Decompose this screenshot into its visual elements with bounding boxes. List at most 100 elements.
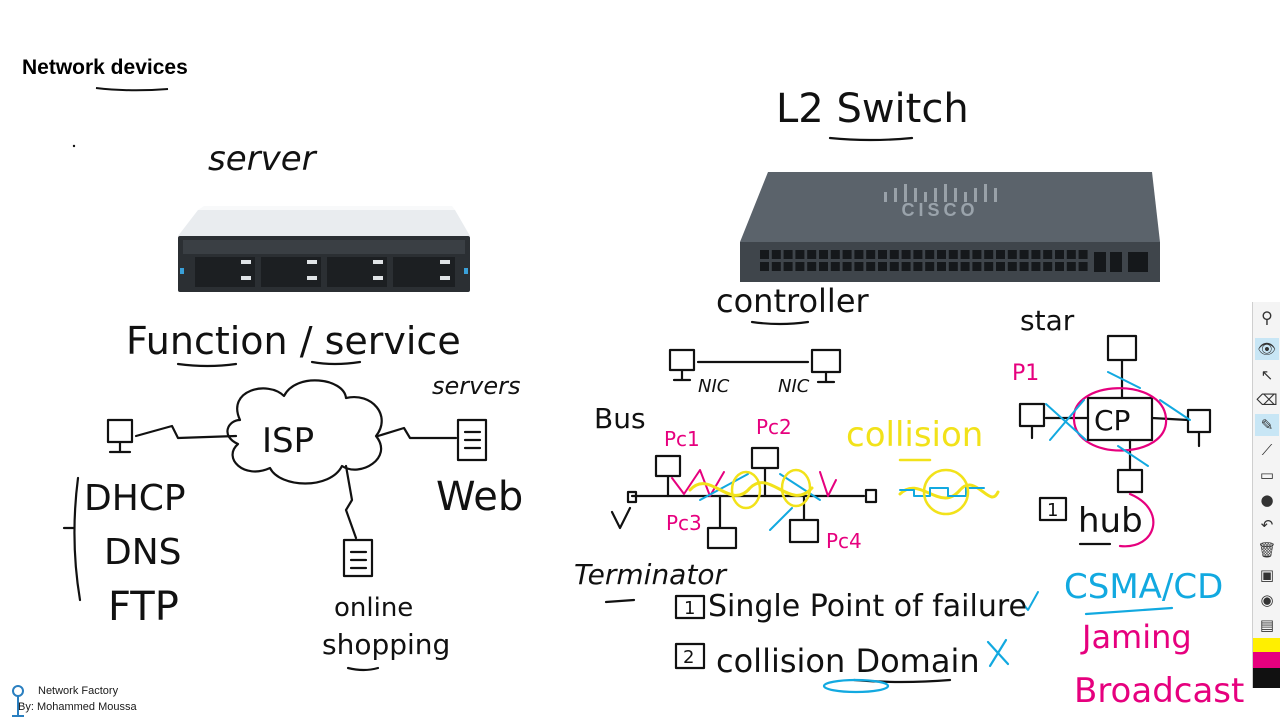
star-hub-box <box>1086 396 1154 442</box>
label-cp: CP <box>1094 404 1130 437</box>
collision-yellow-ring <box>922 468 970 516</box>
drawing-toolbar: ⚲ 👁 ↖ ⌫ ✎ ⟋ ▭ ● ↶ 🗑 ▣ ◉ ▤ <box>1252 302 1280 688</box>
label-star: star <box>1020 304 1075 337</box>
network-node-icon <box>12 685 24 717</box>
label-controller: controller <box>716 282 870 320</box>
switch-port <box>1007 262 1017 271</box>
switch-port <box>819 250 828 259</box>
switch-port <box>760 250 769 259</box>
switch-port <box>1019 262 1029 271</box>
switch-port <box>1043 250 1053 259</box>
switch-port <box>889 262 899 271</box>
label-collision: collision <box>846 415 983 455</box>
label-broadcast: Broadcast <box>1074 671 1244 711</box>
switch-port <box>996 250 1005 259</box>
hub-magenta-curve <box>1118 492 1155 548</box>
switch-port <box>972 262 982 271</box>
switch-port <box>795 262 805 271</box>
star-pc-right <box>1150 408 1212 448</box>
cd-cyan-x <box>986 638 1010 668</box>
shop-server-icon <box>342 538 374 578</box>
label-hub: hub <box>1078 501 1143 541</box>
switch-port <box>1078 250 1088 259</box>
terminator-right <box>864 488 878 504</box>
label-web: Web <box>436 474 523 520</box>
label-ftp: FTP <box>108 584 179 630</box>
star-cyan-arrows <box>1045 371 1191 467</box>
shopping-underline <box>346 666 380 672</box>
switch-port <box>948 262 958 271</box>
switch-port <box>807 262 817 271</box>
switch-port <box>901 250 911 259</box>
web-server-icon <box>456 418 488 462</box>
services-bracket <box>73 476 82 602</box>
switch-port <box>960 250 970 259</box>
label-hub-num: 1 <box>1047 500 1058 521</box>
collision-yellow-wave <box>898 483 1000 500</box>
eraser-icon[interactable]: ⌫ <box>1256 391 1278 409</box>
bus-pc2 <box>750 446 780 498</box>
collision-cyan-wave <box>899 487 985 497</box>
switch-port <box>913 250 923 259</box>
undo-icon[interactable]: ↶ <box>1260 516 1274 534</box>
pen-icon[interactable]: ✎ <box>1255 414 1279 436</box>
switch-port <box>830 250 840 259</box>
label-cd-num: 2 <box>683 647 694 668</box>
camera-icon[interactable]: ◉ <box>1260 591 1274 609</box>
footer-line-1: Network Factory <box>38 685 119 697</box>
label-dns: DNS <box>104 532 182 573</box>
switch-port <box>1007 250 1017 259</box>
highlighter-icon[interactable]: ▭ <box>1259 466 1275 484</box>
color-swatch-yellow[interactable] <box>1253 638 1280 652</box>
switch-port <box>925 262 935 271</box>
trash-icon[interactable]: 🗑 <box>1257 541 1277 559</box>
switch-port <box>901 262 911 271</box>
switch-port <box>925 250 935 259</box>
eye-icon[interactable]: 👁 <box>1255 338 1279 360</box>
clipboard-icon[interactable]: ▤ <box>1259 616 1275 634</box>
label-pc2: Pc2 <box>756 415 792 439</box>
dot-icon[interactable]: ● <box>1260 491 1274 509</box>
bus-yellow-ring-2 <box>780 468 812 508</box>
switch-port <box>854 262 864 271</box>
switch-port <box>830 262 840 271</box>
bus-yellow-signal <box>688 481 814 497</box>
label-isp: ISP <box>262 421 314 461</box>
switch-port <box>889 250 899 259</box>
switch-image <box>740 172 1160 282</box>
switch-port <box>783 262 793 271</box>
isp-cloud <box>226 379 383 485</box>
switch-port <box>819 262 828 271</box>
bus-pc1 <box>654 454 682 498</box>
switch-port <box>984 262 994 271</box>
bus-magenta-wire-2 <box>819 471 837 497</box>
label-jaming: Jaming <box>1080 618 1192 656</box>
label-servers: servers <box>432 372 520 400</box>
bus-cyan-arrow-2 <box>779 473 821 501</box>
switch-port <box>771 250 781 259</box>
pointer-icon[interactable]: ↖ <box>1260 366 1274 384</box>
bus-pc3 <box>706 494 738 550</box>
switch-port <box>1055 250 1064 259</box>
pc-left-icon <box>106 418 134 454</box>
label-pc4: Pc4 <box>826 529 862 553</box>
color-swatch-black[interactable] <box>1253 668 1280 688</box>
label-nic-1: NIC <box>698 376 730 397</box>
label-spof-num: 1 <box>684 598 695 619</box>
label-server: server <box>208 139 318 179</box>
color-swatch-magenta[interactable] <box>1253 652 1280 668</box>
line-icon[interactable]: ⟋ <box>1261 441 1273 459</box>
label-shopping: shopping <box>322 628 450 661</box>
switch-port <box>842 250 852 259</box>
label-pc3: Pc3 <box>666 511 702 535</box>
spof-num-box <box>674 594 706 620</box>
label-spof: Single Point of failure <box>708 589 1027 624</box>
server-image <box>178 206 470 292</box>
bus-cyan-arrow-1 <box>699 473 749 501</box>
screen-icon[interactable]: ▣ <box>1259 566 1275 584</box>
switch-port <box>996 262 1005 271</box>
switch-port <box>866 250 876 259</box>
switch-port <box>878 250 887 259</box>
switch-port <box>1019 250 1029 259</box>
pin-icon[interactable]: ⚲ <box>1261 307 1273 327</box>
